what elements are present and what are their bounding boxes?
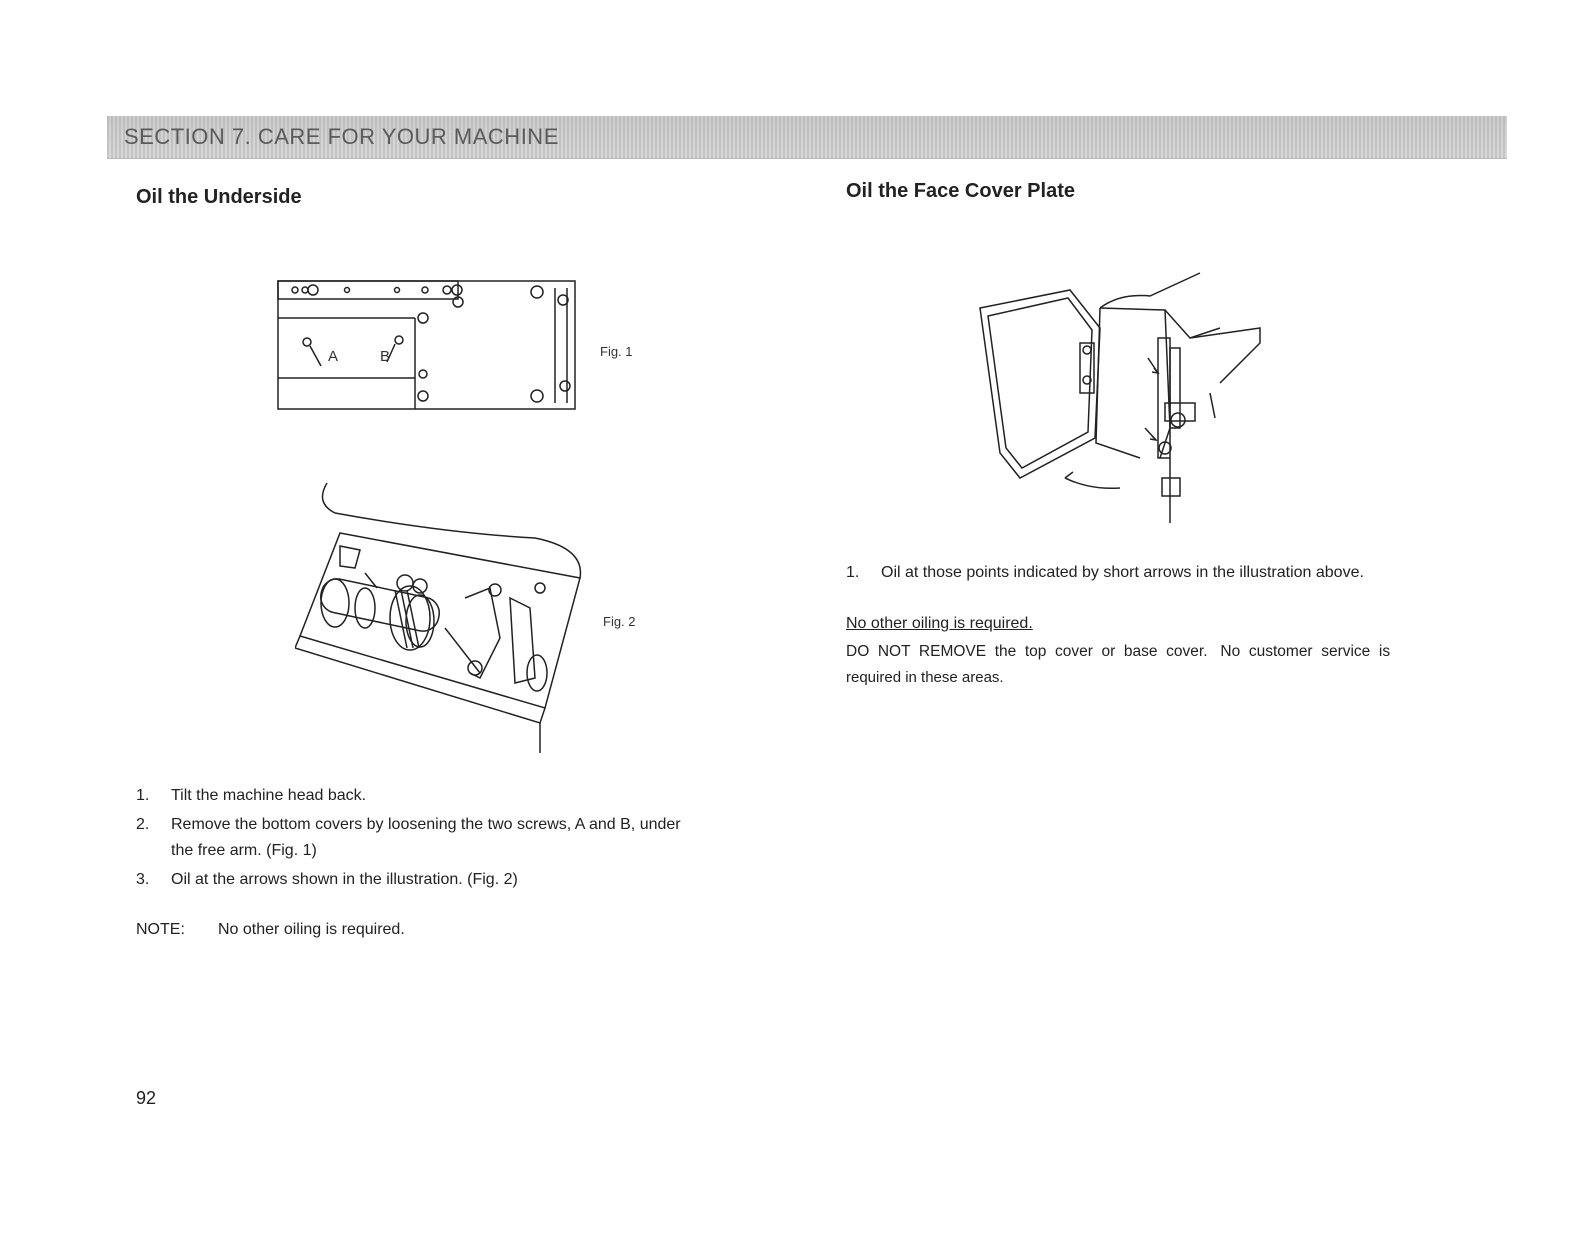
page-number: 92 xyxy=(136,1088,157,1108)
heading-oil-underside: Oil the Underside xyxy=(136,186,302,208)
section-header-bar: SECTION 7. CARE FOR YOUR MACHINE xyxy=(107,116,1507,159)
fig1-screw-b-label: B xyxy=(380,348,391,365)
fig1-illustration xyxy=(277,280,576,410)
left-step-3-text: Oil at the arrows shown in the illustrat… xyxy=(171,871,518,888)
left-step-1-number: 1. xyxy=(136,787,150,804)
left-step-2-text-line2: the free arm. (Fig. 1) xyxy=(171,842,317,859)
note-text: No other oiling is required. xyxy=(218,921,405,938)
section-title: SECTION 7. CARE FOR YOUR MACHINE xyxy=(124,124,559,149)
fig1-label: Fig. 1 xyxy=(600,344,633,359)
left-step-3-number: 3. xyxy=(136,871,150,888)
right-step-1-text: Oil at those points indicated by short a… xyxy=(881,564,1364,581)
left-step-1-text: Tilt the machine head back. xyxy=(171,787,367,804)
warning-line-2: required in these areas. xyxy=(846,669,1004,686)
heading-oil-face-cover: Oil the Face Cover Plate xyxy=(846,180,1075,202)
note-label: NOTE: xyxy=(136,921,185,938)
fig1-screw-a-label: A xyxy=(328,348,339,365)
fig2-illustration xyxy=(295,482,582,753)
left-step-2-number: 2. xyxy=(136,816,150,833)
no-other-oiling-text: No other oiling is required. xyxy=(846,615,1033,632)
warning-line-1: DO NOT REMOVE the top cover or base cove… xyxy=(846,643,1391,660)
face-cover-illustration xyxy=(979,272,1261,523)
left-step-2-text: Remove the bottom covers by loosening th… xyxy=(171,816,681,833)
right-step-1-number: 1. xyxy=(846,564,860,581)
fig2-label: Fig. 2 xyxy=(603,614,636,629)
